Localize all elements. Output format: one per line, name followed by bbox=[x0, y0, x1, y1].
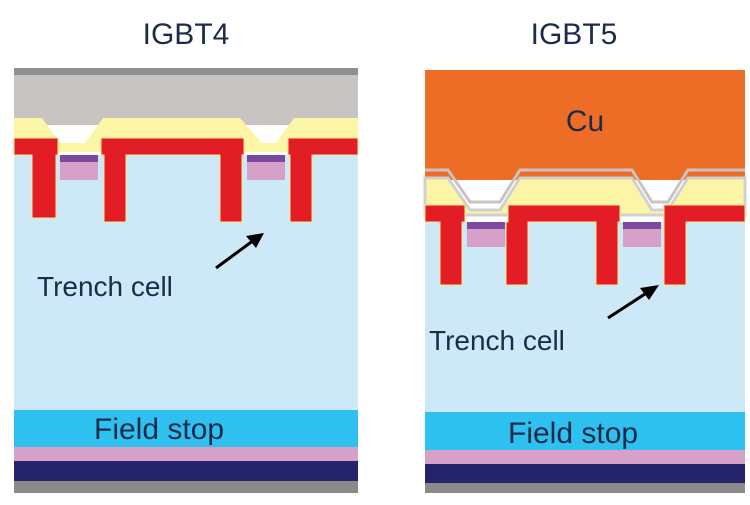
igbt5-trench-gate bbox=[505, 204, 621, 286]
igbt4-arrowhead-icon bbox=[246, 233, 264, 248]
igbt5-copper-layer bbox=[425, 70, 745, 180]
igbt4-trench-gate bbox=[100, 137, 245, 223]
igbt4-field-stop-layer bbox=[14, 410, 358, 447]
igbt4-aluminum-layer bbox=[14, 75, 358, 125]
igbt5-panel: IGBT5 Cu Trench cell Field stop bbox=[423, 18, 747, 493]
igbt4-panel: IGBT4 Trench cell Field stop bbox=[13, 18, 359, 493]
igbt4-trench-cell-label: Trench cell bbox=[37, 271, 173, 302]
igbt4-trench-gate bbox=[13, 137, 59, 219]
igbt4-trench-gate bbox=[287, 137, 359, 223]
igbt5-contact bbox=[623, 222, 661, 229]
igbt5-trench-cell-label: Trench cell bbox=[429, 325, 565, 356]
igbt5-arrowhead-icon bbox=[640, 285, 659, 300]
igbt5-drift-region bbox=[425, 222, 745, 412]
igbt4-contact bbox=[60, 155, 98, 162]
igbt4-contact bbox=[247, 155, 285, 162]
igbt5-trench-gate bbox=[663, 204, 746, 286]
igbt5-p-base bbox=[467, 229, 505, 247]
igbt5-trench-gate bbox=[424, 204, 466, 286]
igbt4-backside-metal bbox=[14, 481, 358, 493]
igbt5-contact bbox=[467, 222, 505, 229]
igbt4-top-metal-edge bbox=[14, 68, 358, 75]
igbt4-p-collector-layer bbox=[14, 447, 358, 461]
igbt5-field-stop-layer bbox=[425, 412, 745, 450]
igbt5-p-collector-layer bbox=[425, 450, 745, 464]
igbt5-p-base bbox=[623, 229, 661, 247]
igbt5-arrow-icon bbox=[607, 290, 649, 320]
igbt4-arrow-icon bbox=[215, 238, 255, 270]
igbt4-field-stop-label: Field stop bbox=[94, 413, 224, 446]
igbt4-p-base bbox=[60, 162, 98, 180]
igbt4-p-base bbox=[247, 162, 285, 180]
igbt5-backside-metal bbox=[425, 483, 745, 493]
igbt4-title: IGBT4 bbox=[143, 18, 230, 51]
igbt5-collector-layer bbox=[425, 464, 745, 483]
igbt5-title: IGBT5 bbox=[531, 18, 618, 51]
igbt4-collector-layer bbox=[14, 461, 358, 481]
igbt5-field-stop-label: Field stop bbox=[508, 417, 638, 450]
igbt4-oxide-layer bbox=[14, 118, 358, 152]
igbt5-barrier-layer bbox=[425, 168, 745, 204]
igbt5-cu-label: Cu bbox=[566, 105, 604, 138]
